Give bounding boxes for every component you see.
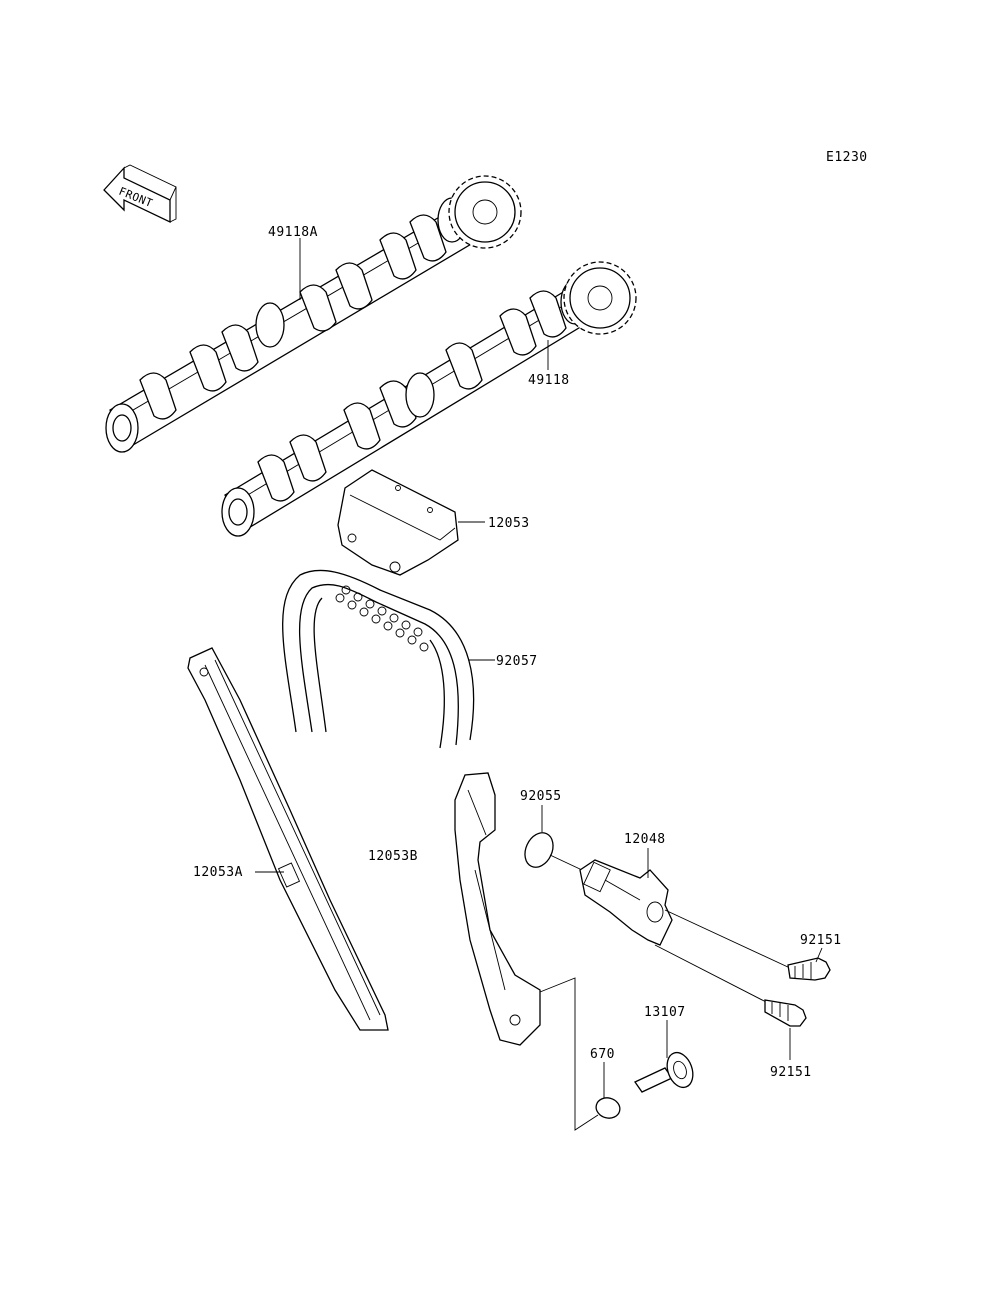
bolt-lower — [654, 944, 807, 1027]
rear-chain-guide — [454, 772, 541, 1046]
front-arrow-icon: FRONT — [103, 164, 177, 224]
callout-92151-lower: 92151 — [770, 1065, 812, 1080]
chain-tensioner — [579, 859, 673, 946]
upper-chain-guide — [337, 469, 459, 576]
callout-49118: 49118 — [528, 373, 570, 388]
assembly-bracket-line — [539, 977, 599, 1131]
leader-92151-upper — [815, 947, 823, 963]
callout-12053A: 12053A — [193, 865, 243, 880]
camshaft-intake — [105, 175, 522, 453]
camshaft-exhaust — [221, 261, 637, 537]
callout-92055: 92055 — [520, 789, 562, 804]
front-chain-guide — [187, 647, 389, 1031]
callout-92151-upper: 92151 — [800, 933, 842, 948]
callout-49118A: 49118A — [268, 225, 318, 240]
callout-12053: 12053 — [488, 516, 530, 531]
diagram-code: E1230 — [826, 150, 868, 165]
callout-92057: 92057 — [496, 654, 538, 669]
bolt-upper — [664, 909, 831, 981]
oring-tensioner — [524, 832, 583, 871]
callout-13107: 13107 — [644, 1005, 686, 1020]
oring-pivot — [595, 1097, 621, 1119]
callout-670: 670 — [590, 1047, 615, 1062]
callout-12053B: 12053B — [368, 849, 418, 864]
pivot-bolt — [634, 1051, 694, 1093]
cam-chain — [282, 569, 475, 749]
callout-12048: 12048 — [624, 832, 666, 847]
